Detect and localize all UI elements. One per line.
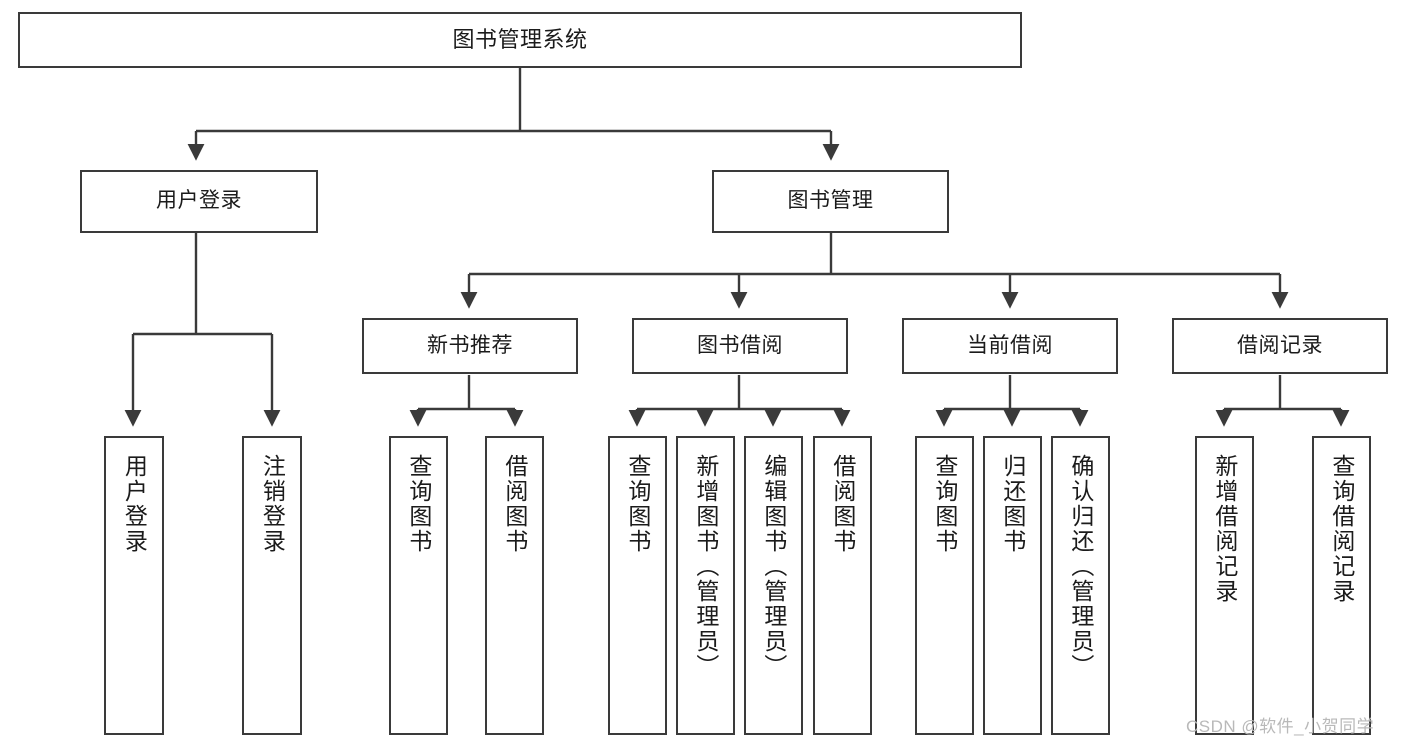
node-leaf-query-borrow-record[interactable]: 查询借阅记录	[1312, 436, 1371, 735]
node-leaf-user-login-label: 用户登录	[121, 454, 148, 554]
node-leaf-user-login[interactable]: 用户登录	[104, 436, 164, 735]
node-leaf-query-borrow-record-label: 查询借阅记录	[1328, 454, 1355, 604]
node-leaf-edit-book[interactable]: 编辑图书（管理员）	[744, 436, 803, 735]
node-leaf-query-book-1[interactable]: 查询图书	[389, 436, 448, 735]
node-leaf-borrow-book-2[interactable]: 借阅图书	[813, 436, 872, 735]
node-leaf-borrow-book-1-label: 借阅图书	[501, 454, 528, 554]
node-borrow-record[interactable]: 借阅记录	[1172, 318, 1388, 374]
node-leaf-query-book-1-label: 查询图书	[405, 454, 432, 554]
node-leaf-add-book[interactable]: 新增图书（管理员）	[676, 436, 735, 735]
node-current-borrow[interactable]: 当前借阅	[902, 318, 1118, 374]
node-leaf-query-book-2[interactable]: 查询图书	[608, 436, 667, 735]
node-new-book-recommend[interactable]: 新书推荐	[362, 318, 578, 374]
node-book-management[interactable]: 图书管理	[712, 170, 949, 233]
node-current-borrow-label: 当前借阅	[967, 333, 1053, 357]
node-root-label: 图书管理系统	[452, 27, 588, 53]
node-leaf-add-borrow-record[interactable]: 新增借阅记录	[1195, 436, 1254, 735]
node-leaf-add-book-label: 新增图书（管理员）	[692, 454, 719, 679]
node-leaf-borrow-book-1[interactable]: 借阅图书	[485, 436, 544, 735]
node-leaf-add-borrow-record-label: 新增借阅记录	[1211, 454, 1238, 604]
node-leaf-logout-login[interactable]: 注销登录	[242, 436, 302, 735]
node-leaf-logout-login-label: 注销登录	[259, 454, 286, 554]
node-leaf-return-book[interactable]: 归还图书	[983, 436, 1042, 735]
node-book-borrow-label: 图书借阅	[697, 333, 783, 357]
node-leaf-query-book-3[interactable]: 查询图书	[915, 436, 974, 735]
node-book-borrow[interactable]: 图书借阅	[632, 318, 848, 374]
node-leaf-return-book-label: 归还图书	[999, 454, 1026, 554]
node-leaf-query-book-2-label: 查询图书	[624, 454, 651, 554]
node-root[interactable]: 图书管理系统	[18, 12, 1022, 68]
node-leaf-confirm-return-label: 确认归还（管理员）	[1067, 454, 1094, 679]
csdn-watermark: CSDN @软件_小贺同学	[1186, 717, 1375, 736]
node-new-book-recommend-label: 新书推荐	[427, 333, 513, 357]
node-user-login[interactable]: 用户登录	[80, 170, 318, 233]
node-leaf-edit-book-label: 编辑图书（管理员）	[760, 454, 787, 679]
node-borrow-record-label: 借阅记录	[1237, 333, 1323, 357]
node-book-management-label: 图书管理	[787, 189, 874, 213]
node-user-login-label: 用户登录	[156, 189, 242, 213]
node-leaf-confirm-return[interactable]: 确认归还（管理员）	[1051, 436, 1110, 735]
node-leaf-borrow-book-2-label: 借阅图书	[829, 454, 856, 554]
node-leaf-query-book-3-label: 查询图书	[931, 454, 958, 554]
